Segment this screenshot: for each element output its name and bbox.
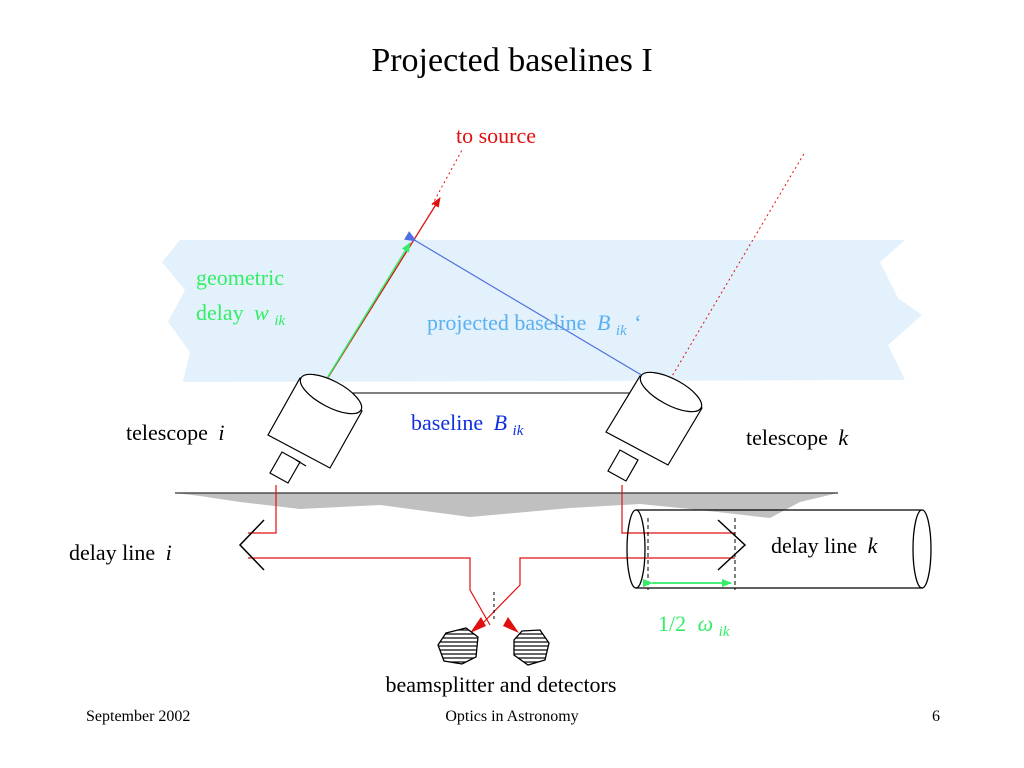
half-omega-label: 1/2 ω ik [658,611,730,640]
detector-right [513,629,550,666]
slide-title: Projected baselines I [371,42,653,79]
footer-page-number: 6 [932,708,940,725]
detector-left-arrow [470,617,486,633]
delay-line-i-mirror [238,519,265,571]
ground [175,493,838,518]
baseline-label: baseline B ik [411,410,524,439]
telescope-k-label: telescope k [746,425,849,450]
ray-to-source-k [664,151,806,389]
projected-baseline-arrow [403,231,666,390]
detector-right-arrow [503,617,519,633]
telescope-i [267,373,363,484]
light-path-i [248,485,277,534]
footer-date: September 2002 [86,708,191,725]
delay-line-i-label: delay line i [69,540,172,565]
telescope-i-label: telescope i [126,420,224,445]
delay-line-k-label: delay line k [771,533,879,558]
light-path-k-return [477,557,735,629]
beamsplitter-label: beamsplitter and detectors [386,672,617,697]
ray-to-source-i [431,149,463,206]
geometric-delay-arrow [312,242,411,398]
light-path-i-return [248,557,491,626]
geometric-delay-label: geometric delay w ik [196,265,289,329]
telescope-k [605,371,703,482]
detector-left [437,627,479,665]
projected-baseline-label: projected baseline B ik ‘ [427,310,642,340]
to-source-label: to source [456,123,536,148]
delay-line-k-mirror [717,519,747,571]
delay-line-k-cylinder [626,509,932,589]
footer-course: Optics in Astronomy [445,708,579,725]
light-path-k [621,485,735,534]
